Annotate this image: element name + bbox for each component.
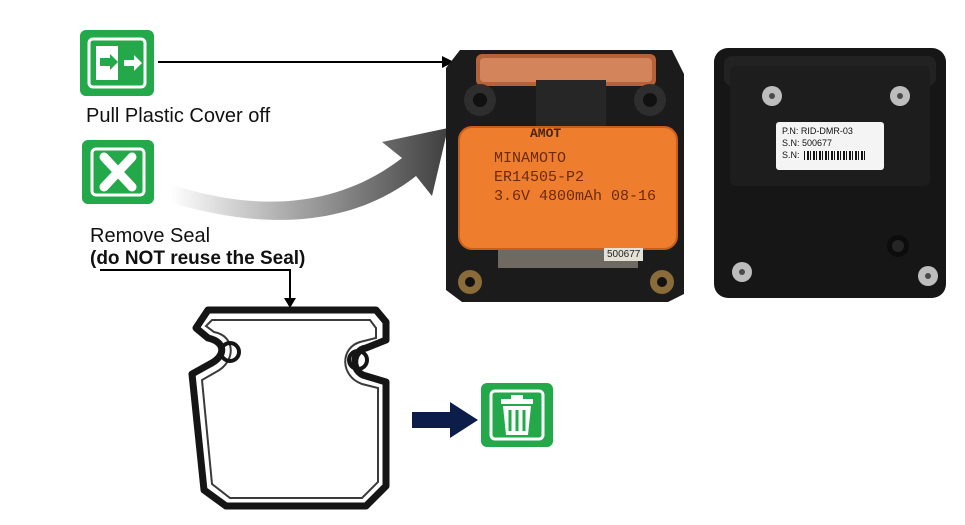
trash-glyph xyxy=(489,389,545,441)
remove-seal-label: Remove Seal xyxy=(90,225,211,247)
battery: AMOT MINAMOTO ER14505-P2 3.6V 4800mAh 08… xyxy=(458,126,678,250)
pull-cover-glyph xyxy=(87,37,147,89)
discard-arrow xyxy=(412,402,478,438)
remove-x-icon xyxy=(82,140,154,204)
battery-brand: MINAMOTO xyxy=(494,150,567,167)
device-label: P.N: RID-DMR-03 S.N: 500677 S.N: xyxy=(776,122,884,170)
seal-pointer-arrow xyxy=(100,269,296,308)
open-housing-photo: AMOT MINAMOTO ER14505-P2 3.6V 4800mAh 08… xyxy=(440,44,690,306)
device-label-sn: S.N: 500677 xyxy=(782,138,833,148)
seal-gasket xyxy=(188,306,390,510)
barcode xyxy=(803,150,866,160)
seal-warning-text: (do NOT reuse the Seal) xyxy=(90,248,306,269)
pull-cover-icon xyxy=(80,30,154,96)
closed-housing-photo: P.N: RID-DMR-03 S.N: 500677 S.N: xyxy=(714,48,946,298)
battery-model: ER14505-P2 xyxy=(494,169,585,186)
device-label-pn: P.N: RID-DMR-03 xyxy=(782,126,853,136)
pull-cover-label: Pull Plastic Cover off xyxy=(86,105,271,127)
device-label-barcode-prefix: S.N: xyxy=(782,150,800,160)
x-glyph xyxy=(90,147,146,197)
pointer-arrow xyxy=(158,56,454,68)
closed-housing-shell xyxy=(724,56,938,286)
battery-top-band: AMOT xyxy=(530,126,562,141)
serial-sticker: 500677 xyxy=(604,248,644,261)
curved-arrow xyxy=(170,128,448,220)
device-label-barcode-row: S.N: xyxy=(782,149,878,161)
battery-spec: 3.6V 4800mAh 08-16 xyxy=(494,188,657,205)
trash-icon xyxy=(481,383,553,447)
